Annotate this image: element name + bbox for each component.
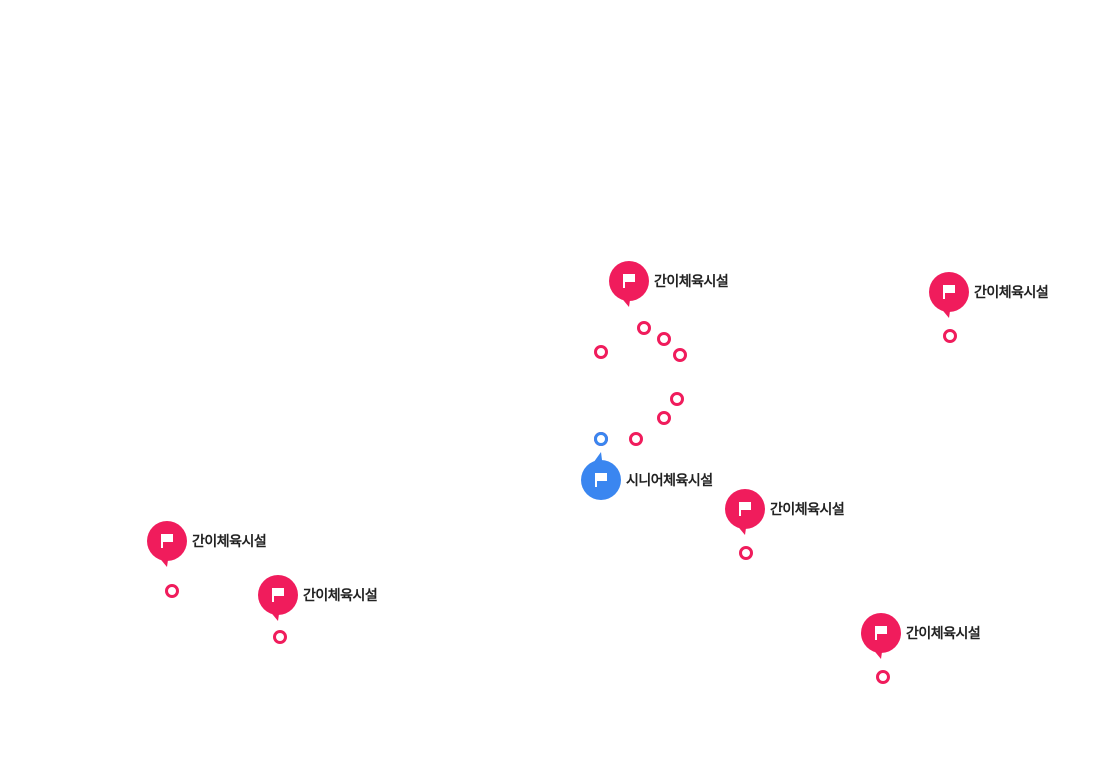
flag-icon bbox=[161, 534, 173, 548]
map-pin[interactable] bbox=[861, 613, 901, 659]
map-pin[interactable] bbox=[929, 272, 969, 318]
location-point[interactable] bbox=[876, 670, 890, 684]
location-point[interactable] bbox=[673, 348, 687, 362]
flag-icon bbox=[943, 285, 955, 299]
pin-tail bbox=[591, 452, 603, 468]
map-pin[interactable] bbox=[258, 575, 298, 621]
map-pin[interactable] bbox=[581, 452, 621, 500]
location-point[interactable] bbox=[670, 392, 684, 406]
marker-label[interactable]: 간이체육시설 bbox=[192, 534, 267, 550]
marker-label[interactable]: 간이체육시설 bbox=[303, 588, 378, 604]
flag-icon bbox=[272, 588, 284, 602]
marker-label[interactable]: 간이체육시설 bbox=[770, 502, 845, 518]
location-point[interactable] bbox=[165, 584, 179, 598]
marker-label[interactable]: 간이체육시설 bbox=[974, 285, 1049, 301]
flag-icon bbox=[875, 626, 887, 640]
flag-icon bbox=[739, 502, 751, 516]
location-point[interactable] bbox=[739, 546, 753, 560]
pin-tail bbox=[619, 293, 631, 307]
location-point[interactable] bbox=[943, 329, 957, 343]
pin-tail bbox=[268, 607, 280, 621]
senior-location-point[interactable] bbox=[594, 432, 608, 446]
senior-facility-marker[interactable]: 시니어체육시설 bbox=[581, 452, 713, 500]
facility-marker[interactable]: 간이체육시설 bbox=[147, 521, 267, 567]
facility-marker[interactable]: 간이체육시설 bbox=[861, 613, 981, 659]
facility-marker[interactable]: 간이체육시설 bbox=[725, 489, 845, 535]
location-point[interactable] bbox=[657, 332, 671, 346]
marker-label[interactable]: 간이체육시설 bbox=[906, 626, 981, 642]
location-point[interactable] bbox=[594, 345, 608, 359]
flag-icon bbox=[595, 473, 607, 487]
flag-icon bbox=[623, 274, 635, 288]
location-point[interactable] bbox=[637, 321, 651, 335]
location-point[interactable] bbox=[629, 432, 643, 446]
location-point[interactable] bbox=[657, 411, 671, 425]
pin-tail bbox=[735, 521, 747, 535]
marker-label[interactable]: 시니어체육시설 bbox=[626, 473, 713, 489]
facility-marker[interactable]: 간이체육시설 bbox=[258, 575, 378, 621]
map-pin[interactable] bbox=[725, 489, 765, 535]
map-pin[interactable] bbox=[147, 521, 187, 567]
pin-tail bbox=[157, 553, 169, 567]
pin-tail bbox=[939, 304, 951, 318]
facility-marker[interactable]: 간이체육시설 bbox=[929, 272, 1049, 318]
location-point[interactable] bbox=[273, 630, 287, 644]
map-pin[interactable] bbox=[609, 261, 649, 307]
marker-label[interactable]: 간이체육시설 bbox=[654, 274, 729, 290]
pin-tail bbox=[871, 645, 883, 659]
facility-marker[interactable]: 간이체육시설 bbox=[609, 261, 729, 307]
